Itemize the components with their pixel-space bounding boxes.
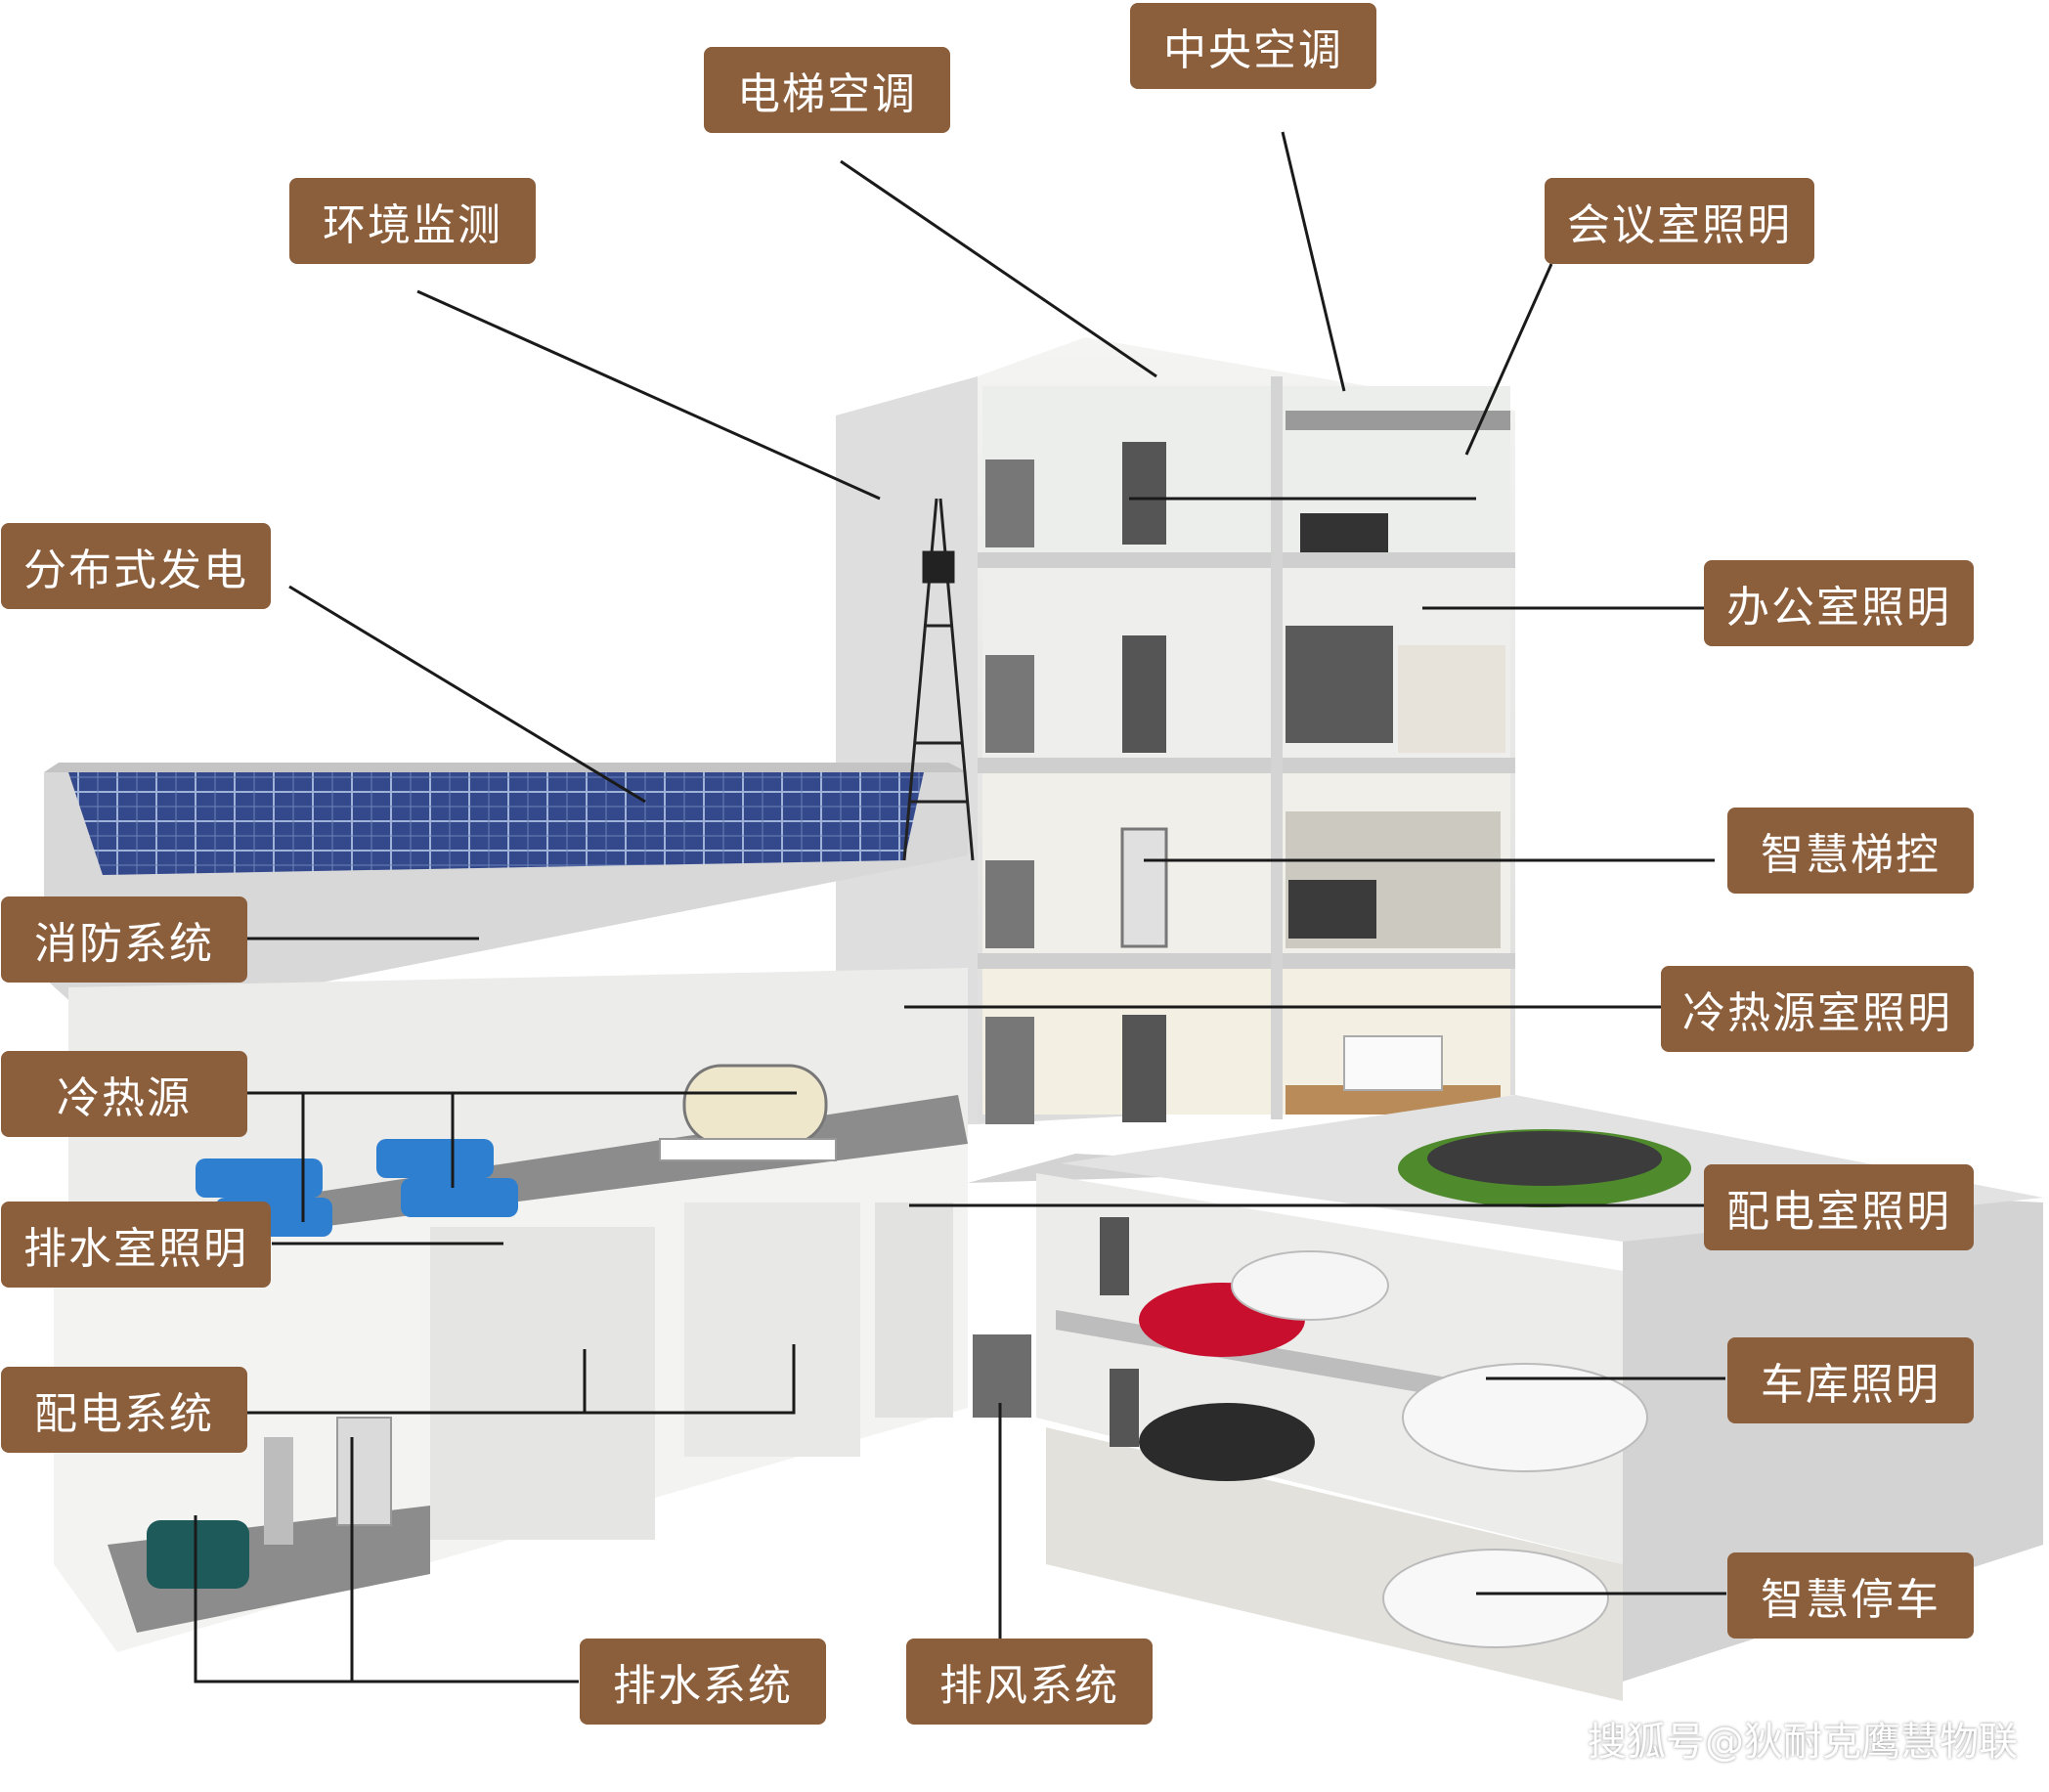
garage [968,1154,2043,1701]
tower-block [836,337,1515,1124]
label-office-light: 办公室照明 [1704,560,1974,646]
leader-lines [194,131,1726,1683]
antenna-tower [902,498,975,861]
drain-equipment [147,1417,392,1589]
label-elevator-ac: 电梯空调 [704,47,950,133]
label-drain-system: 排水系统 [580,1639,826,1725]
label-smart-elevator: 智慧梯控 [1727,808,1974,894]
label-power-system: 配电系统 [1,1367,247,1453]
label-power-room-light: 配电室照明 [1704,1164,1974,1250]
label-coldheat-room-light: 冷热源室照明 [1661,966,1974,1052]
label-distributed-power: 分布式发电 [1,523,271,609]
exhaust-unit [973,1334,1031,1418]
label-exhaust-system: 排风系统 [906,1639,1153,1725]
label-smart-parking: 智慧停车 [1727,1552,1974,1639]
label-env-monitor: 环境监测 [289,178,536,264]
solar-array [68,772,924,875]
label-meeting-light: 会议室照明 [1545,178,1814,264]
label-garage-light: 车库照明 [1727,1337,1974,1423]
watermark: 搜狐号@狄耐克鹰慧物联 [1588,1720,2018,1765]
label-central-ac: 中央空调 [1130,3,1376,89]
label-drain-room-light: 排水室照明 [1,1202,271,1288]
label-cold-heat-source: 冷热源 [1,1051,247,1137]
label-fire-system: 消防系统 [1,896,247,983]
